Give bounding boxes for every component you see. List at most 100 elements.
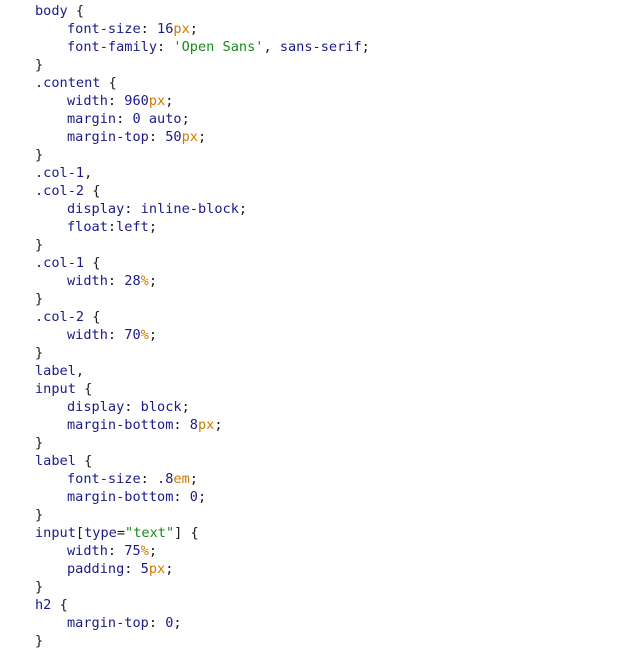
code-punctuation: , bbox=[75, 363, 85, 379]
code-punctuation: } bbox=[35, 579, 44, 595]
code-property: font-size bbox=[67, 21, 141, 37]
code-property: padding bbox=[67, 561, 125, 577]
code-number: 0 bbox=[189, 489, 198, 505]
code-line: input { bbox=[35, 380, 370, 398]
code-value: block bbox=[140, 399, 182, 415]
code-unit: % bbox=[140, 543, 149, 559]
code-selector: input bbox=[35, 525, 76, 541]
code-punctuation: { bbox=[108, 75, 117, 91]
code-selector: body bbox=[35, 3, 76, 19]
code-selector: label bbox=[35, 363, 76, 379]
code-line: padding: 5px; bbox=[35, 560, 370, 578]
code-number: .8 bbox=[157, 471, 174, 487]
code-line: width: 75%; bbox=[35, 542, 370, 560]
code-property: width bbox=[67, 327, 108, 343]
code-line: .col-2 { bbox=[35, 308, 370, 326]
code-punctuation: ; bbox=[148, 219, 158, 235]
code-line: } bbox=[35, 506, 370, 524]
code-number: 16 bbox=[157, 21, 174, 37]
code-property: margin-bottom bbox=[67, 417, 174, 433]
code-line: .col-1 { bbox=[35, 254, 370, 272]
code-punctuation: ; bbox=[361, 39, 370, 55]
code-property: margin-bottom bbox=[67, 489, 174, 505]
code-unit: px bbox=[173, 21, 190, 37]
code-punctuation: ; bbox=[189, 21, 198, 37]
code-punctuation: : bbox=[107, 273, 125, 289]
code-punctuation: } bbox=[35, 147, 44, 163]
code-punctuation: } bbox=[35, 57, 44, 73]
code-selector: .col-1 bbox=[35, 165, 85, 181]
code-punctuation: { bbox=[59, 597, 68, 613]
code-value: sans-serif bbox=[279, 39, 362, 55]
code-line: width: 28%; bbox=[35, 272, 370, 290]
code-punctuation: : bbox=[107, 219, 117, 235]
code-punctuation: : bbox=[107, 93, 125, 109]
code-number: 28 bbox=[124, 273, 141, 289]
code-punctuation: : bbox=[173, 417, 190, 433]
code-number: 0 bbox=[165, 615, 174, 631]
code-number: 50 bbox=[165, 129, 182, 145]
code-property: float bbox=[67, 219, 108, 235]
code-punctuation: { bbox=[92, 255, 101, 271]
code-unit: px bbox=[181, 129, 198, 145]
code-line: .col-1, bbox=[35, 164, 370, 182]
code-punctuation: ; bbox=[238, 201, 248, 217]
code-property: width bbox=[67, 543, 108, 559]
code-value: auto bbox=[140, 111, 182, 127]
code-block[interactable]: body {font-size: 16px;font-family: 'Open… bbox=[35, 2, 370, 650]
code-selector: h2 bbox=[35, 597, 60, 613]
code-punctuation: ; bbox=[181, 111, 190, 127]
code-number: 70 bbox=[124, 327, 141, 343]
code-line: margin-bottom: 8px; bbox=[35, 416, 370, 434]
code-punctuation: } bbox=[35, 435, 44, 451]
code-line: label { bbox=[35, 452, 370, 470]
code-property: font-family bbox=[67, 39, 158, 55]
code-punctuation: ; bbox=[197, 129, 207, 145]
code-punctuation: ; bbox=[165, 93, 174, 109]
code-punctuation: } bbox=[35, 237, 44, 253]
code-punctuation: , bbox=[263, 39, 280, 55]
code-line: } bbox=[35, 632, 370, 650]
code-punctuation: ; bbox=[189, 471, 198, 487]
code-punctuation: : bbox=[116, 111, 133, 127]
code-line: body { bbox=[35, 2, 370, 20]
code-unit: % bbox=[140, 327, 149, 343]
code-line: } bbox=[35, 146, 370, 164]
code-unit: px bbox=[197, 417, 215, 433]
code-punctuation: [ bbox=[75, 525, 85, 541]
code-punctuation: { bbox=[84, 453, 93, 469]
code-punctuation: : bbox=[173, 489, 190, 505]
code-punctuation: : bbox=[124, 201, 141, 217]
code-string: "text" bbox=[125, 525, 175, 541]
code-punctuation: = bbox=[116, 525, 126, 541]
code-line: margin: 0 auto; bbox=[35, 110, 370, 128]
code-punctuation: : bbox=[107, 327, 125, 343]
code-punctuation: { bbox=[92, 309, 101, 325]
code-line: display: inline-block; bbox=[35, 200, 370, 218]
code-property: width bbox=[67, 273, 108, 289]
code-punctuation: : bbox=[124, 561, 141, 577]
code-punctuation: ; bbox=[197, 489, 207, 505]
code-line: font-size: .8em; bbox=[35, 470, 370, 488]
code-punctuation: : bbox=[140, 471, 158, 487]
code-line: } bbox=[35, 434, 370, 452]
code-value: left bbox=[116, 219, 149, 235]
code-line: label, bbox=[35, 362, 370, 380]
code-line: .col-2 { bbox=[35, 182, 370, 200]
code-value: inline-block bbox=[140, 201, 239, 217]
code-line: margin-top: 0; bbox=[35, 614, 370, 632]
code-line: margin-top: 50px; bbox=[35, 128, 370, 146]
code-property: margin-top bbox=[67, 129, 149, 145]
code-property: display bbox=[67, 399, 125, 415]
code-unit: px bbox=[148, 561, 166, 577]
code-string: 'Open Sans' bbox=[173, 39, 264, 55]
code-property: margin-top bbox=[67, 615, 149, 631]
code-punctuation: ; bbox=[181, 399, 190, 415]
code-number: 8 bbox=[189, 417, 198, 433]
code-property: display bbox=[67, 201, 125, 217]
code-punctuation: : bbox=[148, 615, 166, 631]
code-punctuation: : bbox=[157, 39, 174, 55]
code-punctuation: ; bbox=[148, 327, 158, 343]
code-punctuation: } bbox=[35, 633, 44, 649]
